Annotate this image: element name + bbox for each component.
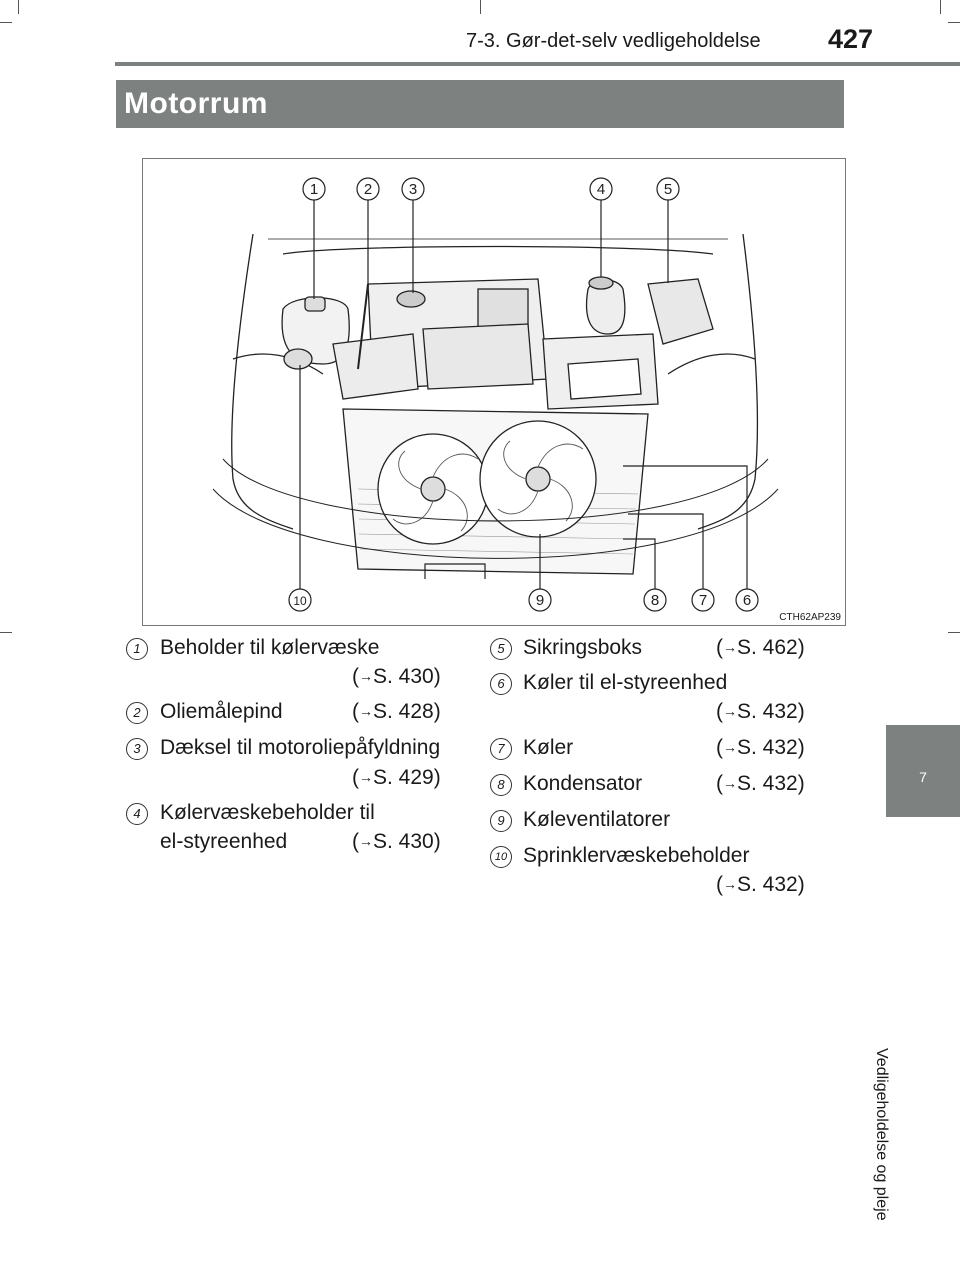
callout-10 — [288, 588, 312, 612]
legend-number: 8 — [490, 774, 512, 796]
page-reference: (→S. 428) — [352, 700, 441, 723]
legend-text: Køler til el-styreenhed — [523, 671, 728, 694]
page-reference: (→S. 429) — [352, 766, 441, 789]
arrow-icon: → — [359, 703, 373, 719]
crop-mark — [480, 0, 481, 14]
legend-text: Kølervæskebeholder til — [160, 801, 375, 824]
engine-compartment-figure: 1 2 3 4 5 10 9 8 7 6 CTH62AP239 — [142, 158, 846, 626]
legend-number: 5 — [490, 638, 512, 660]
crop-mark — [18, 0, 19, 14]
title-bar: Motorrum — [116, 80, 844, 128]
legend-text: Dæksel til motoroliepåfyldning — [160, 736, 441, 759]
figure-code: CTH62AP239 — [779, 612, 841, 623]
legend-number: 10 — [490, 846, 512, 868]
crop-mark — [948, 632, 960, 633]
page-reference: (→S. 430) — [352, 665, 441, 688]
legend-number: 1 — [126, 638, 148, 660]
arrow-icon: → — [723, 639, 737, 655]
legend-text: Køleventilatorer — [523, 808, 671, 831]
callout-label: 9 — [536, 592, 544, 609]
arrow-icon: → — [359, 833, 373, 849]
page-reference: (→S. 462) — [716, 636, 805, 659]
legend-number: 3 — [126, 738, 148, 760]
header-section-title: 7-3. Gør-det-selv vedligeholdelse — [466, 30, 761, 52]
callout-6 — [735, 588, 759, 612]
callout-label: 1 — [310, 181, 318, 198]
engine-illustration: 1 2 3 4 5 10 9 8 7 6 — [212, 177, 779, 612]
chapter-side-label: Vedligeholdelse og pleje — [873, 1048, 890, 1221]
callout-7 — [691, 588, 715, 612]
legend-text: Beholder til kølervæske — [160, 636, 380, 659]
crop-mark — [0, 22, 12, 23]
arrow-icon: → — [723, 739, 737, 755]
callout-1 — [302, 177, 326, 201]
callout-label: 6 — [743, 592, 751, 609]
callout-label: 4 — [597, 181, 605, 198]
header-rule — [115, 62, 960, 66]
callout-4 — [589, 177, 613, 201]
arrow-icon: → — [723, 703, 737, 719]
arrow-icon: → — [359, 769, 373, 785]
arrow-icon: → — [723, 775, 737, 791]
callout-5 — [656, 177, 680, 201]
legend-text: Køler — [523, 736, 574, 759]
page-reference: (→S. 432) — [716, 772, 805, 795]
page-reference: (→S. 432) — [716, 873, 805, 896]
arrow-icon: → — [723, 876, 737, 892]
callout-8 — [643, 588, 667, 612]
legend-text: el-styreenhed — [160, 830, 288, 853]
legend-number: 2 — [126, 702, 148, 724]
callout-3 — [401, 177, 425, 201]
page-reference: (→S. 432) — [716, 700, 805, 723]
legend-number: 7 — [490, 738, 512, 760]
chapter-number: 7 — [919, 769, 927, 785]
page-title: Motorrum — [124, 87, 268, 120]
callout-label: 5 — [664, 181, 672, 198]
crop-mark — [948, 22, 960, 23]
legend-text: Sprinklervæskebeholder — [523, 844, 750, 867]
callout-9 — [528, 588, 552, 612]
callout-label: 7 — [699, 592, 707, 609]
legend-number: 9 — [490, 810, 512, 832]
crop-mark — [940, 0, 941, 14]
crop-mark — [0, 632, 12, 633]
arrow-icon: → — [359, 668, 373, 684]
chapter-tab: 7 — [886, 725, 960, 817]
callout-label: 3 — [409, 181, 417, 198]
legend-text: Oliemålepind — [160, 700, 283, 723]
page-reference: (→S. 432) — [716, 736, 805, 759]
legend-number: 6 — [490, 673, 512, 695]
page-number: 427 — [828, 24, 874, 54]
legend-text: Kondensator — [523, 772, 643, 795]
callout-label: 8 — [651, 592, 659, 609]
callout-label: 2 — [364, 181, 372, 198]
callout-2 — [356, 177, 380, 201]
page-reference: (→S. 430) — [352, 830, 441, 853]
callout-label: 10 — [293, 594, 307, 608]
legend-text: Sikringsboks — [523, 636, 643, 659]
legend-number: 4 — [126, 803, 148, 825]
